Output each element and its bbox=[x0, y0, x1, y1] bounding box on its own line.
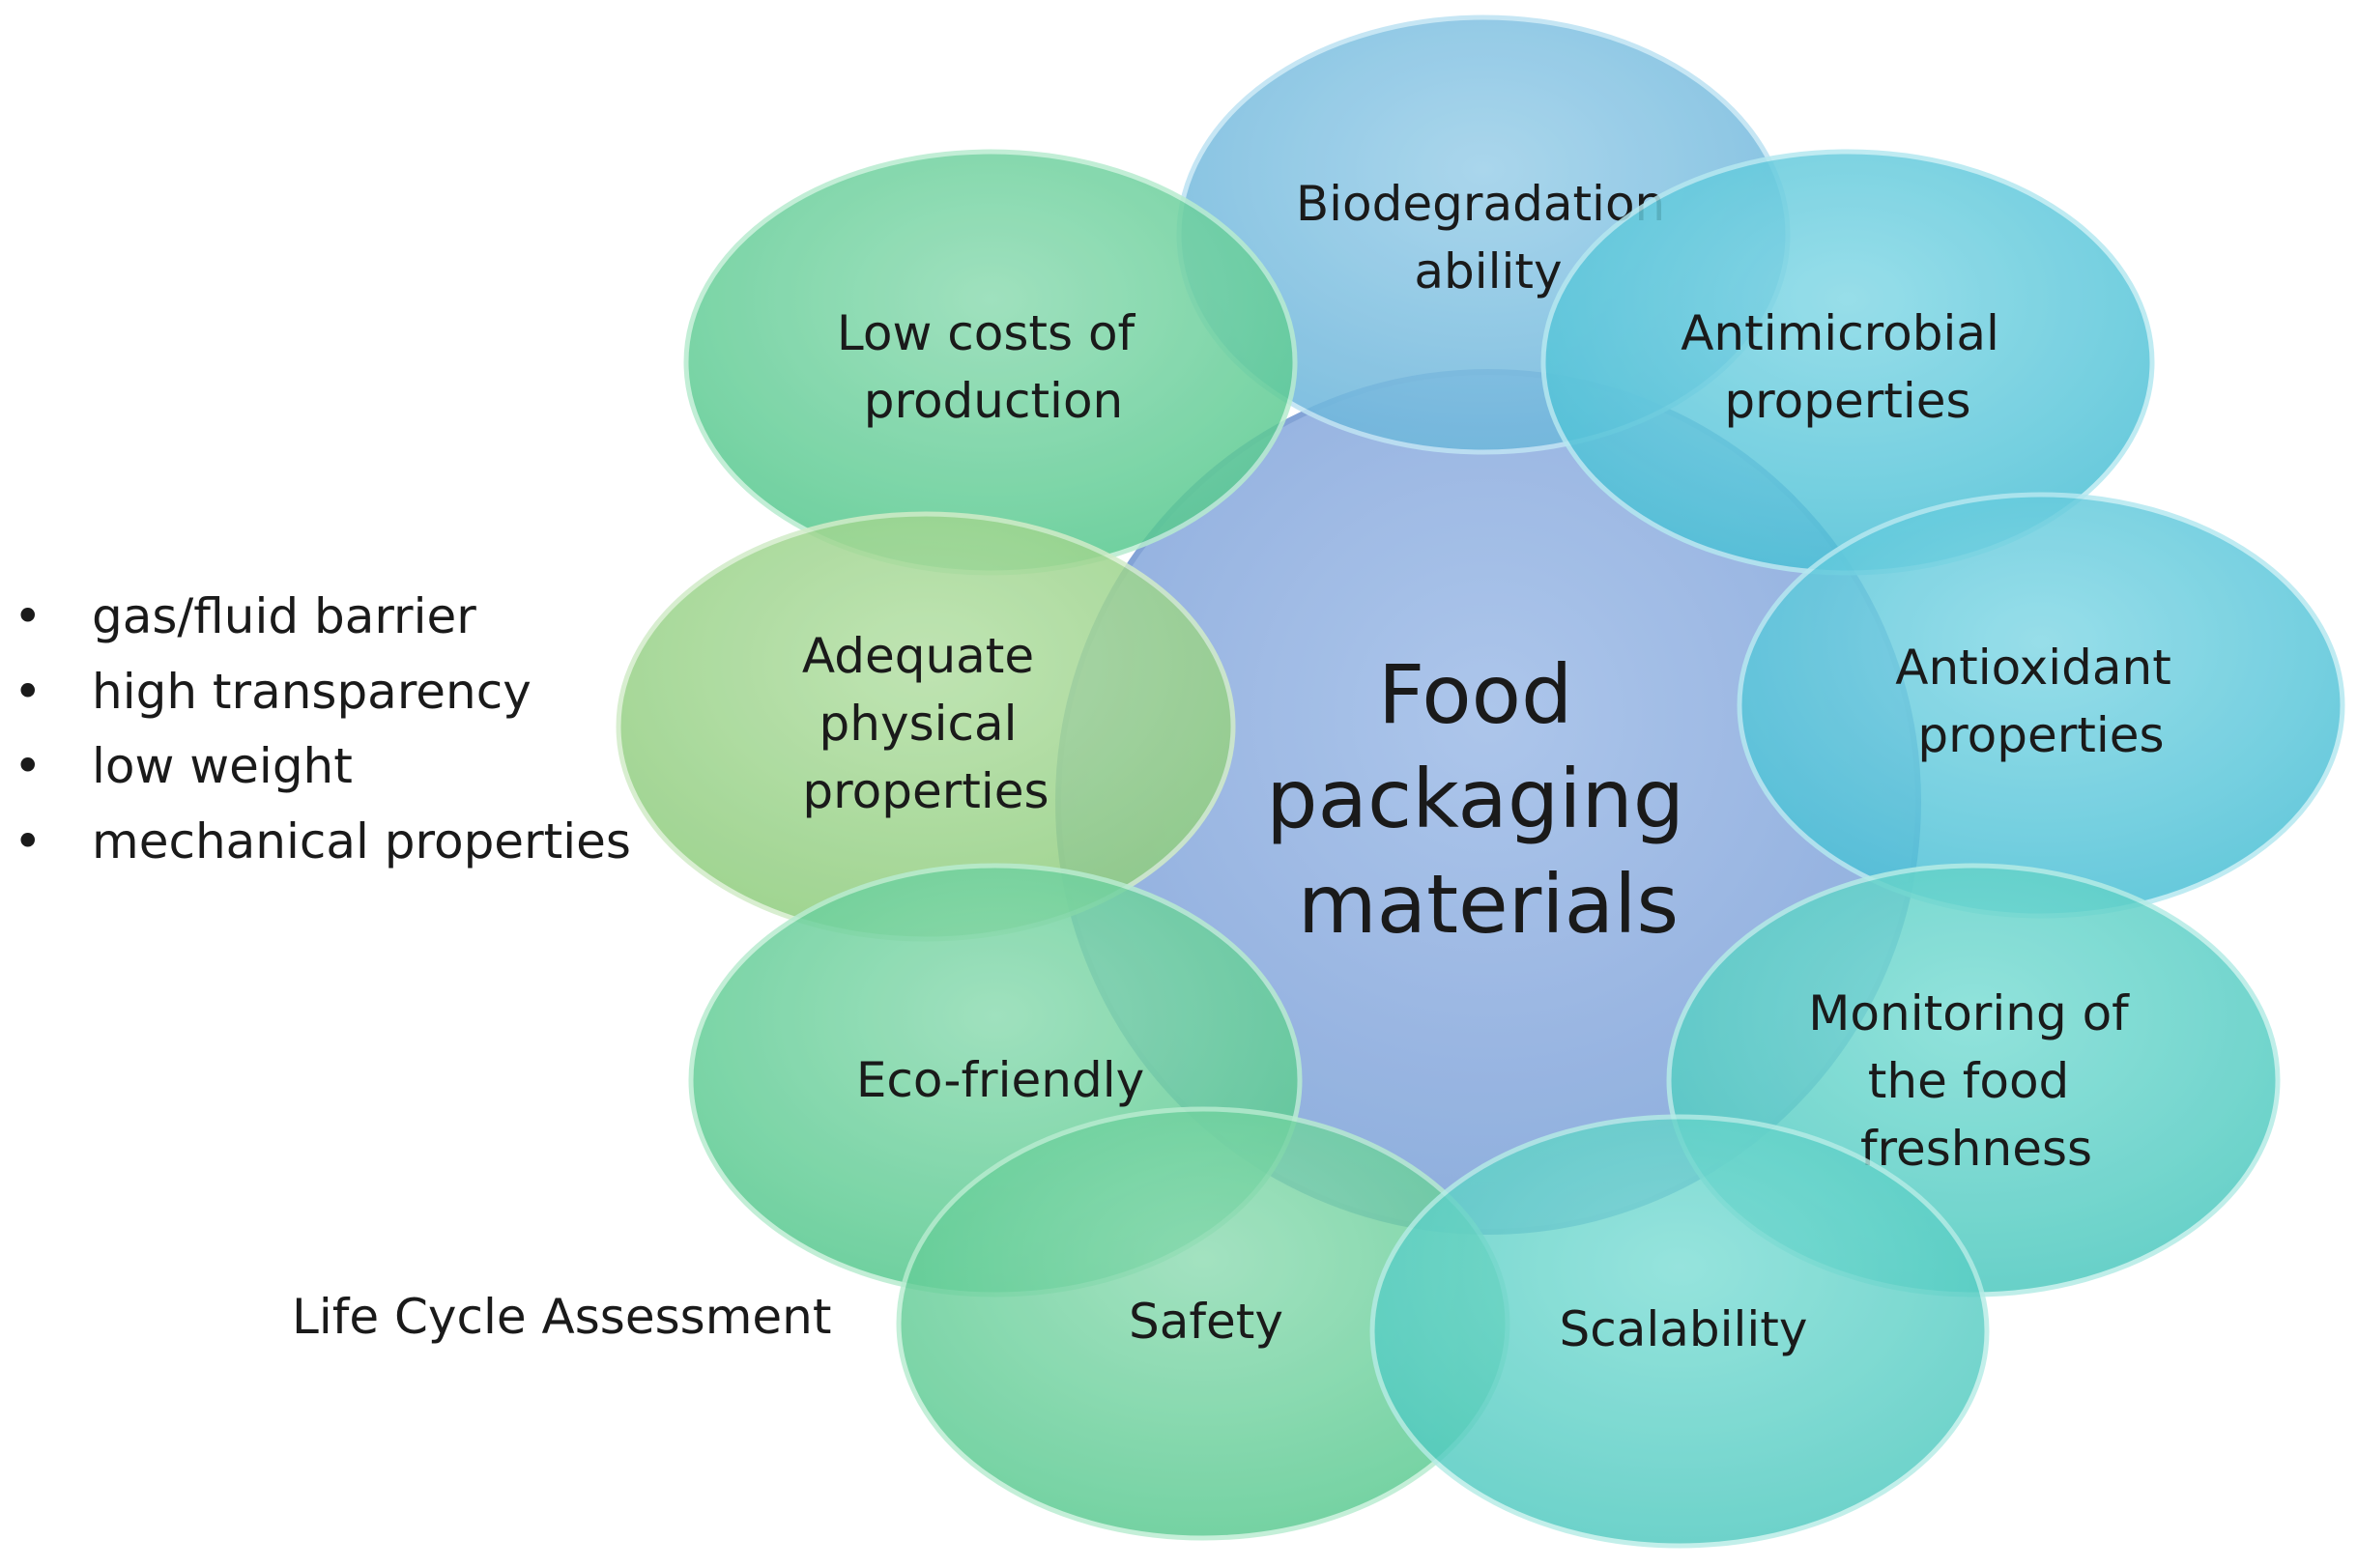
svg-text:• high transparency: • high transparency bbox=[14, 664, 532, 720]
svg-text:Adequate physical: Adequate physical properties bbox=[802, 628, 1049, 819]
petal-antimicrobial: Antimicrobial properties bbox=[1540, 149, 2155, 576]
petal-low-costs-ellipse bbox=[683, 149, 1298, 576]
petal-antioxidant-ellipse bbox=[1737, 492, 2345, 919]
petal-adequate-physical-line-1: Adequate bbox=[802, 628, 1034, 684]
physical-properties-list: • gas/fluid barrier • high transparency … bbox=[14, 588, 631, 870]
petal-biodegradation-line-2: ability bbox=[1414, 243, 1562, 299]
petal-safety: Safety bbox=[896, 1106, 1510, 1541]
petal-monitoring-line-1: Monitoring of bbox=[1808, 985, 2130, 1041]
svg-text:Monitoring of the food: Monitoring of the food freshness bbox=[1808, 985, 2143, 1177]
list-item-mechanical-properties: mechanical properties bbox=[92, 813, 631, 870]
list-bullet-2: • bbox=[14, 664, 43, 720]
petal-low-costs-line-1: Low costs of bbox=[837, 305, 1136, 361]
center-label-line-2: packaging bbox=[1266, 752, 1684, 846]
petal-monitoring-line-2: the food bbox=[1868, 1053, 2069, 1109]
svg-text:Eco-friendly: Eco-friendly bbox=[856, 1052, 1144, 1108]
svg-text:• low weight: • low weight bbox=[14, 738, 353, 794]
petal-eco-friendly-line-1: Eco-friendly bbox=[856, 1052, 1144, 1108]
center-label-line-3: materials bbox=[1298, 857, 1679, 952]
petal-safety-line-1: Safety bbox=[1129, 1294, 1283, 1350]
svg-text:Safety: Safety bbox=[1129, 1294, 1283, 1350]
petal-antimicrobial-line-2: properties bbox=[1724, 373, 1970, 429]
svg-text:Antimicrobial properties: Antimicrobial properties bbox=[1681, 305, 2015, 429]
svg-text:Food packaging mat: Food packaging materials bbox=[1266, 647, 1710, 952]
svg-text:Antioxidant properties: Antioxidant properties bbox=[1895, 640, 2187, 763]
life-cycle-assessment-label: Life Cycle Assessment bbox=[292, 1289, 831, 1345]
petal-antimicrobial-line-1: Antimicrobial bbox=[1681, 305, 1999, 361]
petal-adequate-physical-line-2: physical bbox=[819, 696, 1018, 752]
petal-monitoring-line-3: freshness bbox=[1860, 1121, 2092, 1177]
svg-text:• gas/fluid barrier: • gas/fluid barrier bbox=[14, 588, 476, 644]
petal-scalability-ellipse bbox=[1369, 1114, 1990, 1549]
list-bullet-4: • bbox=[14, 813, 43, 870]
center-label-line-1: Food bbox=[1378, 647, 1572, 742]
list-bullet-3: • bbox=[14, 738, 43, 794]
petal-adequate-physical-line-3: properties bbox=[802, 763, 1049, 819]
list-item-high-transparency: high transparency bbox=[92, 664, 532, 720]
petal-scalability: Scalability bbox=[1369, 1114, 1990, 1549]
petal-antioxidant-line-1: Antioxidant bbox=[1895, 640, 2171, 696]
svg-text:Low costs of production: Low costs of production bbox=[837, 305, 1150, 429]
petal-low-costs: Low costs of production bbox=[683, 149, 1298, 576]
svg-text:Scalability: Scalability bbox=[1559, 1301, 1807, 1357]
petal-antioxidant: Antioxidant properties bbox=[1737, 492, 2345, 919]
svg-text:Biodegradation ability: Biodegradation ability bbox=[1296, 176, 1681, 299]
list-item-gas-fluid-barrier: gas/fluid barrier bbox=[92, 588, 476, 644]
svg-text:• mechanical properties: • mechanical properties bbox=[14, 813, 631, 870]
list-item-low-weight: low weight bbox=[92, 738, 353, 794]
petal-low-costs-line-2: production bbox=[864, 373, 1123, 429]
petal-antioxidant-line-2: properties bbox=[1917, 707, 2164, 763]
list-bullet-1: • bbox=[14, 588, 43, 644]
petal-scalability-line-1: Scalability bbox=[1559, 1301, 1807, 1357]
petal-biodegradation-line-1: Biodegradation bbox=[1296, 176, 1665, 232]
